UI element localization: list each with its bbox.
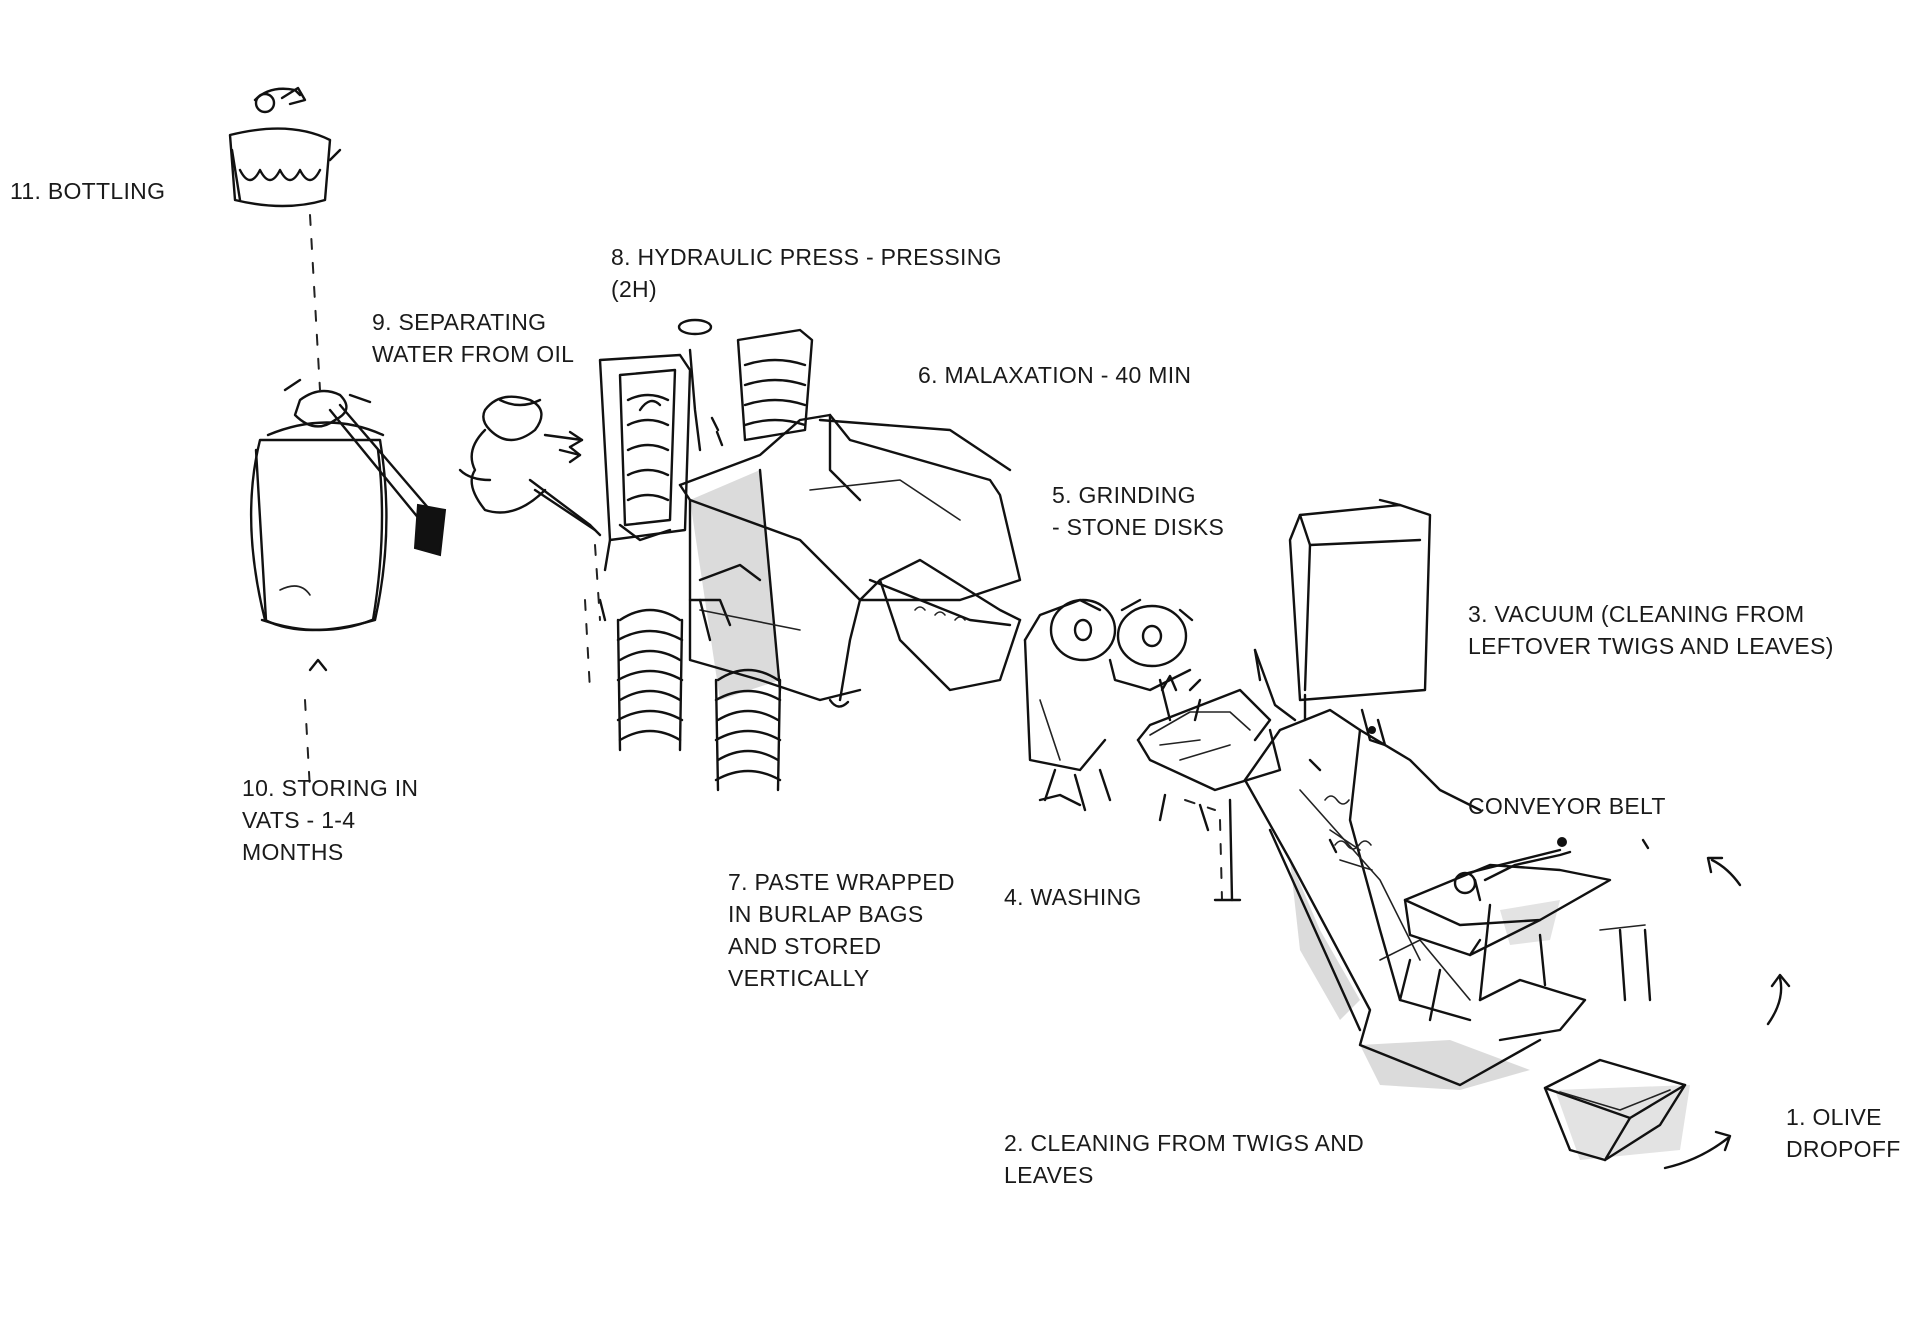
hydraulic-press-drawing	[598, 318, 814, 542]
grinding-disks-drawing	[1023, 598, 1202, 812]
label-washing: 4. WASHING	[1004, 884, 1142, 910]
label-grinding: 5. GRINDING - STONE DISKS	[1052, 482, 1225, 540]
flow-dashed-lines	[304, 214, 1216, 811]
label-paste-wrapped: 7. PASTE WRAPPED IN BURLAP BAGS AND STOR…	[728, 869, 955, 991]
conveyor-ramp-drawing	[1243, 708, 1587, 1090]
washing-trough-drawing	[1136, 688, 1282, 902]
conveyor-belt-box-drawing	[1403, 837, 1652, 1002]
olive-dropoff-bin-drawing	[1543, 1058, 1690, 1162]
burlap-bag-stacks-drawing	[598, 538, 782, 792]
label-vacuum: 3. VACUUM (CLEANING FROM LEFTOVER TWIGS …	[1468, 601, 1834, 659]
bottling-drawing	[228, 86, 342, 208]
label-cleaning-twigs-leaves: 2. CLEANING FROM TWIGS AND LEAVES	[1004, 1130, 1365, 1188]
label-hydraulic-press: 8. HYDRAULIC PRESS - PRESSING (2H)	[611, 244, 1002, 302]
malaxation-tank-drawing	[678, 413, 1022, 708]
separator-drawing	[458, 395, 602, 537]
label-malaxation: 6. MALAXATION - 40 MIN	[918, 362, 1192, 388]
vacuum-box-drawing	[1253, 498, 1432, 747]
label-bottling: 11. BOTTLING	[10, 178, 166, 204]
dropoff-arrows	[1641, 838, 1791, 1170]
label-olive-dropoff: 1. OLIVE DROPOFF	[1786, 1104, 1901, 1162]
label-conveyor-belt: CONVEYOR BELT	[1468, 793, 1666, 819]
storage-vat-drawing	[249, 378, 447, 672]
flow-arrows	[543, 416, 720, 449]
label-separating: 9. SEPARATING WATER FROM OIL	[372, 309, 575, 367]
label-storing-vats: 10. STORING IN VATS - 1-4 MONTHS	[242, 775, 419, 865]
